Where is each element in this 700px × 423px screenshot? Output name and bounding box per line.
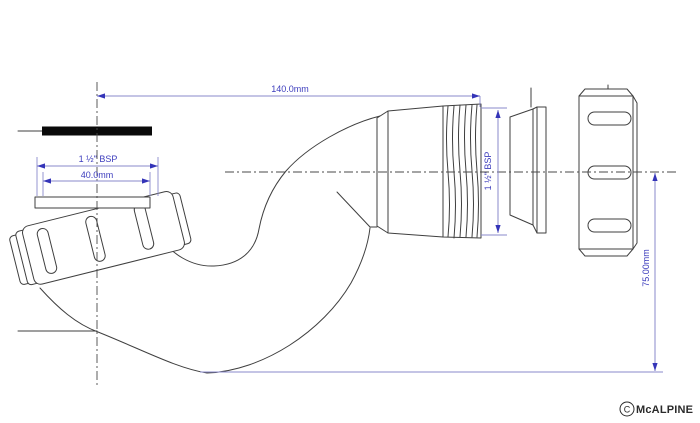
outlet-compression-nut	[578, 84, 638, 257]
brand-name: McALPINE	[636, 404, 693, 416]
compression-cone	[509, 87, 547, 234]
nut-grip-slot-3	[587, 218, 632, 233]
inlet-nut-grip-slot-2	[85, 215, 106, 262]
inlet-thread-label: 1 ½" BSP	[79, 154, 118, 164]
solid-wall-bar	[42, 126, 152, 136]
seal-depth-label: 75.00mm	[641, 249, 651, 287]
trap-inner-wall-curve	[161, 115, 381, 267]
outlet-thread-label: 1 ½" BSP	[483, 152, 493, 191]
dimension-seal-depth: 75.00mm	[200, 173, 663, 373]
outlet-shoulder-edge	[336, 191, 378, 228]
inlet-swivel-nut	[9, 191, 192, 286]
dimension-overall-width: 140.0mm	[97, 84, 481, 107]
outlet-body	[387, 105, 444, 238]
overall-width-label: 140.0mm	[271, 84, 309, 94]
nut-top-cap	[578, 88, 634, 97]
copyright-circle-icon	[619, 401, 635, 417]
brand-mark: C McALPINE	[619, 401, 693, 417]
trap-body	[16, 115, 381, 374]
nut-grip-slot-2	[587, 165, 632, 180]
cone-outline	[509, 106, 547, 234]
inlet-bore-label: 40.0mm	[81, 170, 114, 180]
nut-grip-slot-1	[587, 111, 632, 126]
trap-outer-wall-curve	[39, 227, 371, 374]
copyright-symbol: C	[624, 405, 631, 415]
dimension-inlet-bore: 40.0mm	[42, 170, 151, 196]
nut-bottom-cap	[578, 248, 634, 257]
dimension-outlet-thread: 1 ½" BSP	[481, 107, 507, 236]
outlet-assembly	[376, 103, 482, 239]
dimension-inlet-thread: 1 ½" BSP	[36, 154, 159, 196]
inlet-nut-grip-slot-1	[36, 227, 58, 274]
inlet-flange-rim	[34, 196, 151, 209]
